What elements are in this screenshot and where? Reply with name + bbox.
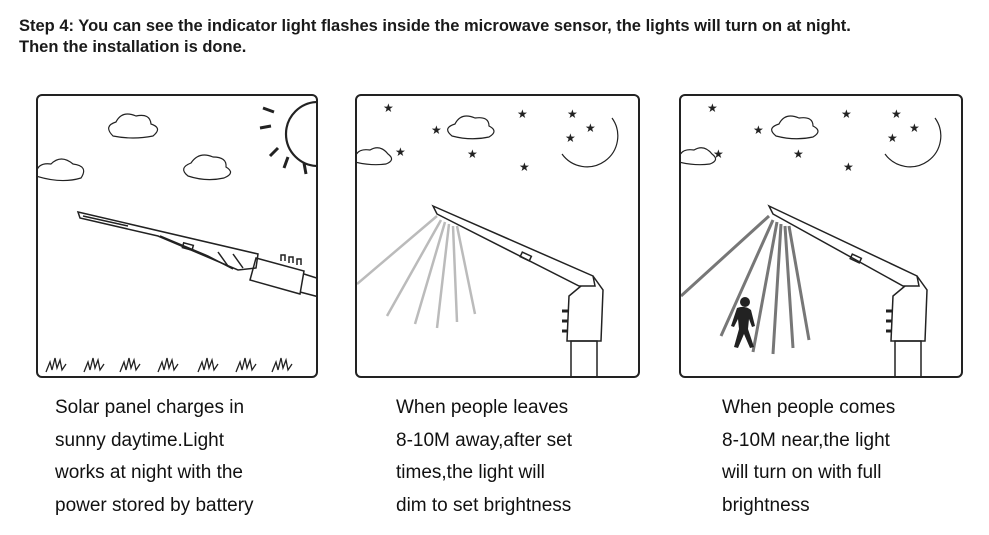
cloud-icon xyxy=(183,154,232,181)
svg-text:★: ★ xyxy=(467,147,478,161)
caption-line: When people comes xyxy=(722,397,896,418)
svg-text:★: ★ xyxy=(383,101,394,115)
svg-text:★: ★ xyxy=(793,147,804,161)
svg-text:★: ★ xyxy=(753,123,764,137)
caption-night-full: When people comes 8-10M near,the light w… xyxy=(722,392,895,522)
caption-line: brightness xyxy=(722,494,810,516)
sun-icon xyxy=(259,100,316,175)
svg-text:★: ★ xyxy=(519,160,530,174)
svg-text:★: ★ xyxy=(887,131,898,145)
caption-line: 8-10M near,the light xyxy=(722,429,890,451)
light-beam xyxy=(681,214,811,355)
star-icon: ★ ★ ★ ★ ★ ★ ★ ★ ★ xyxy=(383,101,596,174)
svg-text:★: ★ xyxy=(431,123,442,137)
svg-text:★: ★ xyxy=(585,121,596,135)
svg-text:★: ★ xyxy=(843,160,854,174)
panel-night-dim-illustration: ★ ★ ★ ★ ★ ★ ★ ★ ★ xyxy=(355,94,640,378)
panel-daytime-illustration xyxy=(36,94,318,378)
svg-text:★: ★ xyxy=(707,101,718,115)
svg-text:★: ★ xyxy=(841,107,852,121)
star-icon: ★ ★ ★ ★ ★ ★ ★ ★ ★ xyxy=(707,101,920,174)
cloud-icon xyxy=(357,147,393,166)
svg-text:★: ★ xyxy=(517,107,528,121)
street-light-icon xyxy=(76,210,316,297)
svg-text:★: ★ xyxy=(891,107,902,121)
cloud-icon xyxy=(38,158,85,182)
title-line-1: Step 4: You can see the indicator light … xyxy=(19,17,851,35)
cloud-icon xyxy=(108,113,159,139)
svg-text:★: ★ xyxy=(567,107,578,121)
cloud-icon xyxy=(447,115,495,140)
caption-line: times,the light will xyxy=(396,462,545,483)
street-light-icon xyxy=(431,204,604,376)
caption-line: will turn on with full xyxy=(722,462,882,483)
panel-night-full-illustration: ★ ★ ★ ★ ★ ★ ★ ★ ★ xyxy=(679,94,963,378)
caption-line: sunny daytime.Light xyxy=(55,429,224,451)
caption-line: works at night with the xyxy=(55,462,243,483)
street-light-icon xyxy=(767,204,928,376)
svg-text:★: ★ xyxy=(713,147,724,161)
caption-night-dim: When people leaves 8-10M away,after set … xyxy=(396,392,572,522)
cloud-icon xyxy=(681,147,717,166)
svg-text:★: ★ xyxy=(395,145,406,159)
person-icon xyxy=(731,297,755,348)
caption-line: 8-10M away,after set xyxy=(396,429,573,451)
caption-daytime: Solar panel charges in sunny daytime.Lig… xyxy=(55,392,254,522)
moon-icon xyxy=(884,117,942,168)
cloud-icon xyxy=(771,115,819,140)
step-title: Step 4: You can see the indicator light … xyxy=(19,16,851,58)
caption-line: dim to set brightness xyxy=(396,494,572,516)
caption-line: power stored by battery xyxy=(55,494,254,516)
grass-icon xyxy=(45,357,293,373)
light-beam xyxy=(357,215,477,329)
caption-line: Solar panel charges in xyxy=(55,397,245,418)
caption-line: When people leaves xyxy=(396,397,569,418)
moon-icon xyxy=(561,117,619,168)
svg-text:★: ★ xyxy=(909,121,920,135)
svg-text:★: ★ xyxy=(565,131,576,145)
title-line-2: Then the installation is done. xyxy=(19,38,247,56)
